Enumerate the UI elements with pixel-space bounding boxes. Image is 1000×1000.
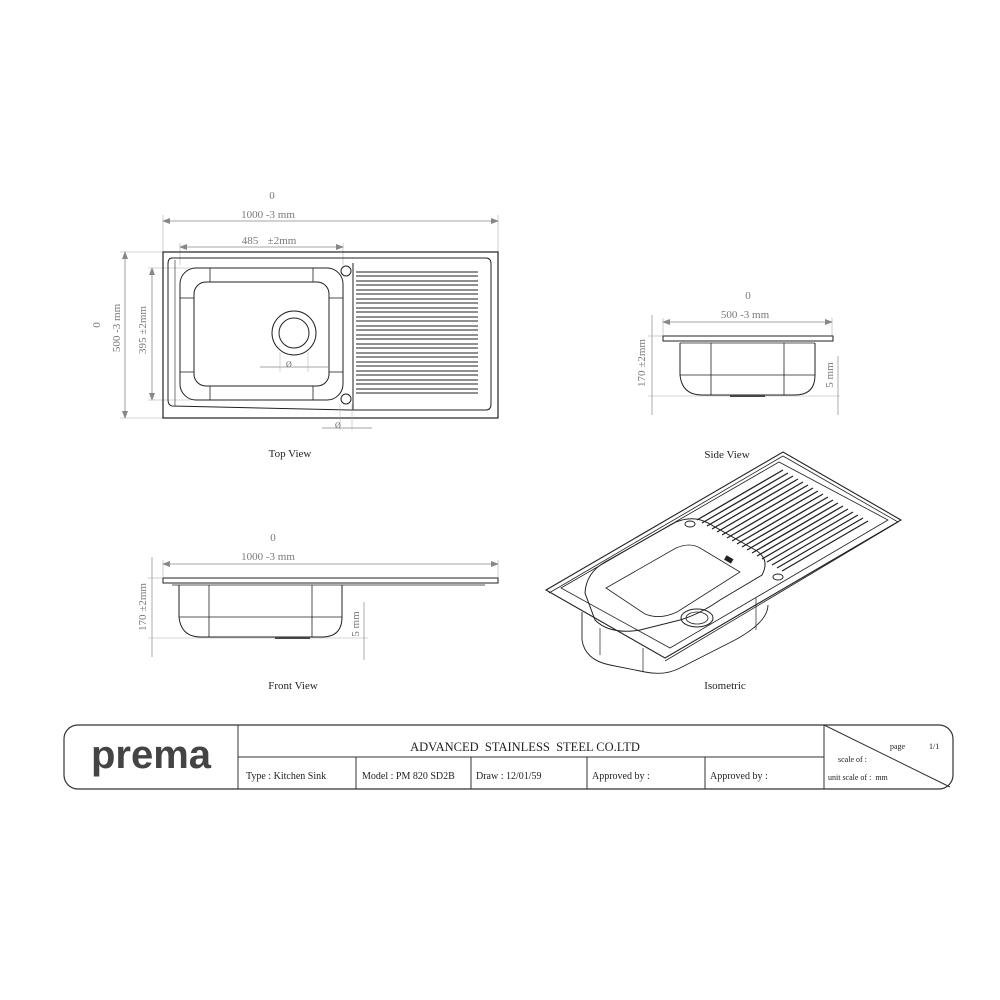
top-depth-tol: 0 xyxy=(91,322,103,328)
front-view: 0 1000 -3 mm 170 ±2mm 5 mm Front View xyxy=(137,532,499,692)
tap-hole-diameter-label: Ø xyxy=(335,421,341,430)
top-depth-dim: 500 -3 mm xyxy=(111,303,123,352)
bowl-width-tol: ±2mm xyxy=(268,235,297,247)
isometric-view: Isometric xyxy=(544,451,903,692)
bowl-width-value: 485 xyxy=(242,235,259,247)
top-width-tol: 0 xyxy=(269,190,275,202)
side-view: 0 500 -3 mm 170 ±2mm 5 mm Side View xyxy=(636,290,840,461)
drain-outline xyxy=(271,310,317,356)
side-view-label: Side View xyxy=(704,449,749,461)
type-field: Type : Kitchen Sink xyxy=(246,771,326,782)
front-width-tol: 0 xyxy=(270,532,276,544)
prema-logo: prema xyxy=(91,733,212,777)
model-field: Model : PM 820 SD2B xyxy=(362,771,455,782)
bowl-depth-dim: 395 ±2mm xyxy=(137,306,149,354)
front-height-dim: 170 ±2mm xyxy=(137,583,149,631)
approved-by-1: Approved by : xyxy=(592,771,650,782)
unit-scale: unit scale of : mm xyxy=(828,773,889,782)
top-view: 0 1000 -3 mm 485 ±2mm 0 500 -3 mm 395 ±2… xyxy=(91,190,499,460)
company-name: ADVANCED STAINLESS STEEL CO.LTD xyxy=(410,740,640,754)
tap-hole xyxy=(340,393,352,405)
draw-date-field: Draw : 12/01/59 xyxy=(476,771,542,782)
side-flange-dim: 5 mm xyxy=(824,362,836,388)
front-flange-dim: 5 mm xyxy=(350,611,362,637)
title-block: prema ADVANCED STAINLESS STEEL CO.LTD Ty… xyxy=(63,724,954,790)
side-height-dim: 170 ±2mm xyxy=(636,339,648,387)
front-view-label: Front View xyxy=(268,680,318,692)
side-width-tol: 0 xyxy=(745,290,751,302)
top-width-dim: 1000 -3 mm xyxy=(241,209,295,221)
tap-hole xyxy=(340,265,352,277)
isometric-drainer-ribs xyxy=(696,469,869,572)
top-view-label: Top View xyxy=(269,448,312,460)
front-width-dim: 1000 -3 mm xyxy=(241,551,295,563)
drainer-ribs xyxy=(356,271,478,394)
isometric-label: Isometric xyxy=(704,680,746,692)
scale-of: scale of : xyxy=(838,755,867,764)
side-width-dim: 500 -3 mm xyxy=(721,309,770,321)
approved-by-2: Approved by : xyxy=(710,771,768,782)
page-label: page xyxy=(890,742,906,751)
drain-diameter-label: Ø xyxy=(286,360,292,369)
page-value: 1/1 xyxy=(929,742,939,751)
